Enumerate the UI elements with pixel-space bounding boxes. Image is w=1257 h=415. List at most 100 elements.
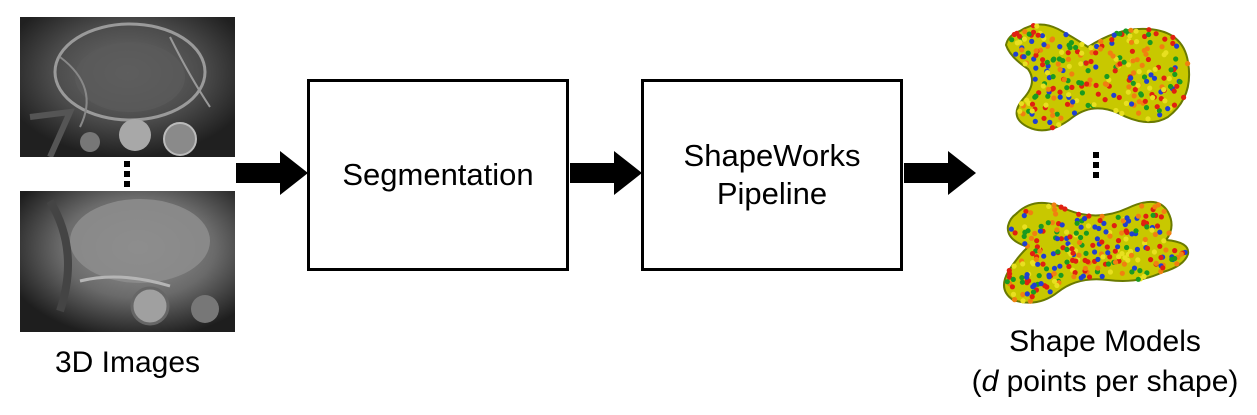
paren-open: ( bbox=[971, 365, 982, 398]
particle bbox=[1174, 261, 1180, 267]
particle bbox=[1045, 93, 1051, 99]
particle bbox=[1040, 261, 1046, 267]
particle bbox=[1149, 227, 1155, 233]
particle bbox=[1069, 246, 1075, 252]
particle bbox=[1135, 213, 1141, 219]
particle bbox=[1030, 29, 1037, 35]
particle bbox=[1045, 220, 1051, 226]
particle bbox=[1142, 33, 1148, 40]
arrow-right-icon bbox=[236, 149, 308, 197]
particle bbox=[1107, 254, 1113, 260]
particle bbox=[1053, 211, 1059, 217]
particle bbox=[1032, 76, 1038, 82]
particle bbox=[1057, 44, 1063, 50]
particle bbox=[1030, 284, 1036, 290]
mri-image-bottom bbox=[20, 191, 235, 332]
particle bbox=[1024, 291, 1030, 297]
particle bbox=[1049, 107, 1055, 114]
particle bbox=[1032, 118, 1038, 124]
particle bbox=[1171, 102, 1178, 108]
particle bbox=[1041, 115, 1047, 121]
particle bbox=[1144, 224, 1150, 230]
particle bbox=[1123, 236, 1129, 242]
particle bbox=[1172, 248, 1178, 254]
particle bbox=[1157, 112, 1163, 118]
particle bbox=[1043, 266, 1050, 272]
particle bbox=[1104, 244, 1110, 250]
particle bbox=[1055, 61, 1061, 67]
particle bbox=[1125, 89, 1131, 95]
particle bbox=[1130, 80, 1136, 86]
particle bbox=[1104, 73, 1110, 80]
particle bbox=[1074, 220, 1080, 226]
particle bbox=[1057, 263, 1063, 269]
particle bbox=[1025, 50, 1031, 56]
particle bbox=[1050, 74, 1056, 80]
particle bbox=[1085, 259, 1091, 265]
particle bbox=[1047, 289, 1053, 295]
particle bbox=[1051, 265, 1058, 271]
particle bbox=[1161, 52, 1167, 58]
particle bbox=[1086, 274, 1093, 280]
particle bbox=[1087, 77, 1093, 83]
particle bbox=[1092, 224, 1098, 230]
particle bbox=[1099, 213, 1105, 219]
particle bbox=[1161, 208, 1167, 215]
particle bbox=[1161, 75, 1167, 81]
particle bbox=[1148, 72, 1154, 78]
shapeworks-pipeline-step-box: ShapeWorks Pipeline bbox=[641, 79, 903, 271]
particle bbox=[1095, 256, 1101, 262]
particle bbox=[1105, 261, 1112, 267]
particle bbox=[1159, 44, 1165, 50]
dot bbox=[124, 161, 130, 167]
particle bbox=[1136, 99, 1142, 105]
particle bbox=[1009, 37, 1015, 43]
particle bbox=[1066, 263, 1072, 270]
particle bbox=[1045, 86, 1052, 92]
particle bbox=[1037, 228, 1043, 234]
particle bbox=[1172, 255, 1178, 262]
particle bbox=[1162, 98, 1168, 104]
particle bbox=[1052, 207, 1058, 213]
particle bbox=[1139, 203, 1145, 209]
particle bbox=[1153, 31, 1159, 37]
particle bbox=[1061, 77, 1067, 83]
particle bbox=[1011, 263, 1017, 269]
particle bbox=[1073, 44, 1079, 51]
particle bbox=[1040, 83, 1046, 89]
particle bbox=[1137, 268, 1143, 274]
particle bbox=[1029, 294, 1035, 300]
ellipsis-dots-outputs bbox=[1093, 152, 1099, 178]
particle bbox=[1069, 71, 1075, 77]
particle bbox=[1152, 231, 1158, 238]
particle bbox=[1085, 223, 1091, 229]
particle bbox=[1010, 291, 1017, 297]
particle bbox=[1046, 274, 1052, 280]
particle bbox=[1047, 119, 1053, 125]
mri-image-top bbox=[20, 17, 235, 157]
particle bbox=[1033, 52, 1039, 58]
particle bbox=[1081, 216, 1088, 222]
particle bbox=[1096, 225, 1102, 232]
particle bbox=[1128, 252, 1135, 258]
particle bbox=[1129, 231, 1135, 237]
particle bbox=[1033, 93, 1039, 99]
particle bbox=[1065, 56, 1071, 62]
particle bbox=[1173, 56, 1179, 62]
particle bbox=[1085, 102, 1091, 108]
particle bbox=[1178, 251, 1184, 257]
particle bbox=[1050, 112, 1056, 118]
particle bbox=[1038, 281, 1044, 287]
particle bbox=[1017, 108, 1023, 114]
particle bbox=[1067, 234, 1073, 240]
particle bbox=[1147, 39, 1153, 46]
particle bbox=[1148, 257, 1154, 263]
particle bbox=[1022, 241, 1028, 247]
particle bbox=[1009, 284, 1015, 290]
particle bbox=[1107, 233, 1113, 239]
particle bbox=[1060, 245, 1066, 251]
particle bbox=[1110, 53, 1116, 59]
particle bbox=[1054, 236, 1060, 242]
particle bbox=[1099, 239, 1105, 245]
particle bbox=[1120, 218, 1126, 224]
